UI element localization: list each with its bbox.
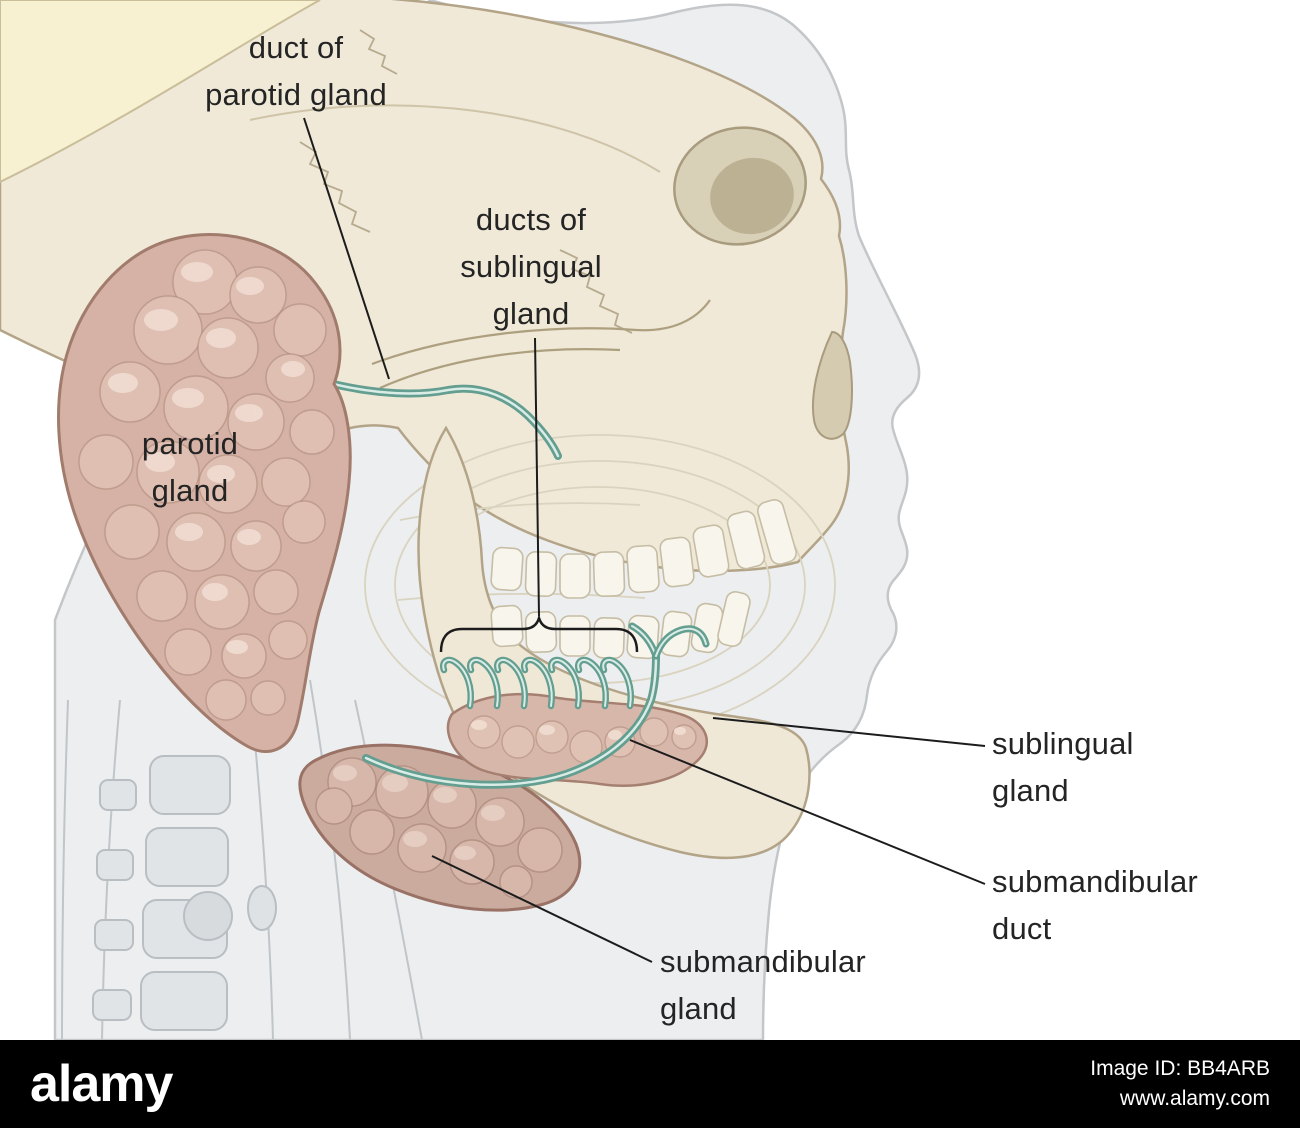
parotid-gland [57, 233, 352, 753]
temporal-line [249, 104, 661, 173]
leader-duct-of-parotid [303, 117, 390, 380]
alamy-logo: alamy [30, 1055, 173, 1113]
cranium [0, 0, 850, 573]
nasal-aperture [811, 330, 853, 440]
watermark-bar: alamy Image ID: BB4ARB www.alamy.com [0, 1040, 1300, 1128]
sublingual-ducts-brace [439, 613, 639, 653]
label-parotid-gland: parotid gland [141, 426, 239, 508]
submandibular-duct-shape [362, 622, 710, 789]
leader-lines [303, 117, 986, 963]
parotid-duct [294, 370, 562, 460]
zygomatic-arch [371, 299, 711, 390]
label-sublingual-gland: sublingual gland [992, 726, 1134, 808]
leader-submandibular-duct [629, 739, 986, 885]
label-submandibular-gland: submandibular gland [660, 944, 866, 1026]
sublingual-ducts [440, 656, 634, 710]
suture-lines [299, 29, 633, 334]
leader-sublingual-gland [712, 717, 986, 747]
label-duct-of-parotid-gland: duct of parotid gland [205, 30, 387, 112]
watermark-url: www.alamy.com [1119, 1087, 1270, 1110]
eye-socket [673, 126, 807, 246]
anatomy-illustration [0, 0, 986, 1040]
label-ducts-of-sublingual-gland: ducts of sublingual gland [460, 202, 602, 331]
watermark-meta: Image ID: BB4ARB www.alamy.com [1090, 1054, 1270, 1114]
watermark-image-id: Image ID: BB4ARB [1090, 1057, 1270, 1080]
vertebrae [92, 755, 277, 1031]
label-submandibular-duct: submandibular duct [992, 864, 1198, 946]
leader-ducts-of-sublingual [534, 337, 540, 617]
skull [0, 0, 853, 860]
skull-cut-edge [0, 0, 321, 184]
leader-submandibular-gland [431, 855, 653, 963]
illustration-area: duct of parotid gland ducts of sublingua… [0, 0, 1198, 1040]
